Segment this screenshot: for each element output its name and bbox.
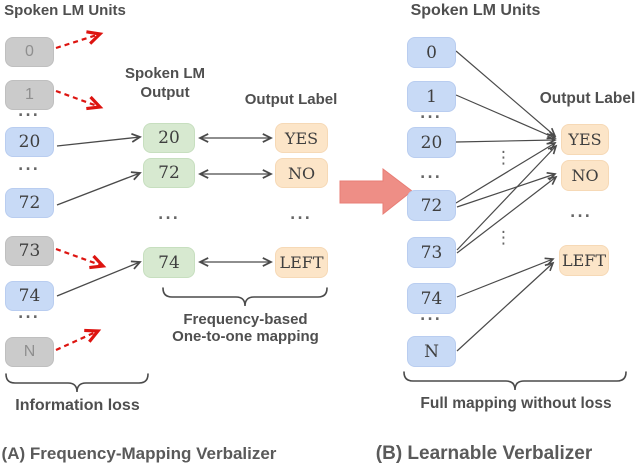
ellipsis: ...: [420, 106, 442, 122]
b-arrow-n-left: [456, 261, 555, 352]
b-arrow-73-yes: [456, 144, 558, 251]
label-box-b-no: NO: [561, 160, 609, 191]
mapping-arrow-72: [56, 171, 142, 206]
ellipsis: ...: [158, 207, 180, 223]
ellipsis: ...: [290, 207, 312, 223]
one-to-one-mapping-label: Frequency-based One-to-one mapping: [158, 311, 333, 345]
unit-label: N: [23, 343, 36, 360]
output-label: 74: [158, 252, 180, 273]
red-dashed-arrow-73: [55, 247, 107, 270]
unit-box-b-0: 0: [407, 37, 456, 68]
panel-a-units-header: Spoken LM Units: [4, 2, 126, 19]
unit-label: 1: [25, 86, 34, 103]
unit-box-a-20: 20: [5, 127, 54, 157]
vertical-ellipsis: ⋮: [495, 148, 512, 168]
unit-label: 73: [420, 242, 443, 263]
unit-box-b-20: 20: [407, 127, 456, 158]
b-arrow-0-yes: [455, 50, 557, 138]
b-arrow-20-yes: [455, 135, 557, 145]
full-mapping-brace: [403, 371, 627, 391]
output-box-20: 20: [143, 123, 195, 153]
unit-box-a-n: N: [5, 337, 54, 367]
output-label: 72: [158, 163, 180, 183]
label-text: YES: [568, 130, 602, 149]
one-to-one-mapping-brace: [162, 287, 328, 307]
b-arrow-72-no: [456, 172, 557, 208]
mapping-arrow-20: [56, 132, 142, 147]
label-text: YES: [284, 128, 319, 148]
output-box-72: 72: [143, 158, 195, 188]
ellipsis: ...: [18, 158, 40, 174]
unit-label: 74: [420, 288, 443, 309]
panel-a-label-header: Output Label: [244, 91, 338, 108]
unit-box-a-74: 74: [5, 281, 54, 311]
unit-label: 72: [18, 193, 41, 213]
label-box-b-yes: YES: [561, 124, 609, 155]
unit-label: 73: [18, 241, 41, 261]
panel-a-output-header: Spoken LM Output: [115, 64, 215, 102]
output-box-74: 74: [143, 247, 195, 278]
unit-box-a-0: 0: [5, 37, 54, 67]
ellipsis: ...: [420, 308, 442, 324]
unit-label: 74: [18, 286, 41, 306]
panel-b-label-header: Output Label: [539, 90, 636, 107]
red-dashed-arrow-0: [55, 30, 104, 50]
panel-b-caption: (B) Learnable Verbalizer: [375, 443, 593, 464]
b-arrow-73-no: [456, 175, 558, 254]
unit-box-b-74: 74: [407, 283, 456, 314]
ellipsis: ...: [420, 166, 442, 182]
b-arrow-74-left: [456, 257, 555, 298]
information-loss-brace: [5, 373, 149, 393]
panel-b-units-header: Spoken LM Units: [410, 2, 541, 19]
ellipsis: ...: [570, 205, 592, 221]
mapping-label-line2: One-to-one mapping: [172, 328, 319, 345]
label-box-yes: YES: [275, 123, 328, 153]
information-loss-label: Information loss: [15, 397, 140, 414]
output-label: 20: [158, 128, 180, 148]
panel-a-caption: (A) Frequency-Mapping Verbalizer: [1, 444, 277, 463]
red-dashed-arrow-1: [55, 89, 104, 111]
unit-label: 20: [18, 132, 41, 152]
unit-label: 1: [426, 86, 437, 107]
unit-label: 72: [420, 195, 443, 216]
label-text: LEFT: [561, 251, 607, 270]
label-text: NO: [287, 163, 316, 183]
unit-box-b-72: 72: [407, 190, 456, 221]
unit-label: N: [424, 341, 439, 362]
unit-label: 0: [25, 43, 34, 60]
label-text: LEFT: [279, 253, 324, 272]
output-header-line2: Output: [140, 84, 190, 101]
big-transition-arrow: [339, 167, 413, 216]
unit-label: 20: [420, 132, 443, 153]
b-arrow-1-yes: [455, 94, 557, 140]
unit-box-a-1: 1: [5, 80, 54, 110]
output-header-line1: Spoken LM: [124, 65, 205, 82]
unit-box-b-73: 73: [407, 237, 456, 268]
full-mapping-label: Full mapping without loss: [420, 395, 612, 412]
label-box-b-left: LEFT: [559, 245, 609, 276]
unit-label: 0: [426, 42, 437, 63]
ellipsis: ...: [18, 104, 40, 120]
unit-box-b-1: 1: [407, 81, 456, 112]
mapping-label-line1: Frequency-based: [183, 311, 308, 328]
red-dashed-arrow-n: [55, 328, 102, 352]
unit-box-a-72: 72: [5, 188, 54, 218]
label-box-no: NO: [275, 158, 328, 188]
ellipsis: ...: [18, 306, 40, 322]
unit-box-b-n: N: [407, 336, 456, 367]
label-text: NO: [571, 166, 599, 185]
unit-box-a-73: 73: [5, 236, 54, 266]
vertical-ellipsis: ⋮: [495, 228, 512, 248]
mapping-arrow-74: [56, 260, 142, 297]
b-arrow-72-yes: [455, 142, 557, 204]
label-box-left: LEFT: [275, 247, 328, 278]
